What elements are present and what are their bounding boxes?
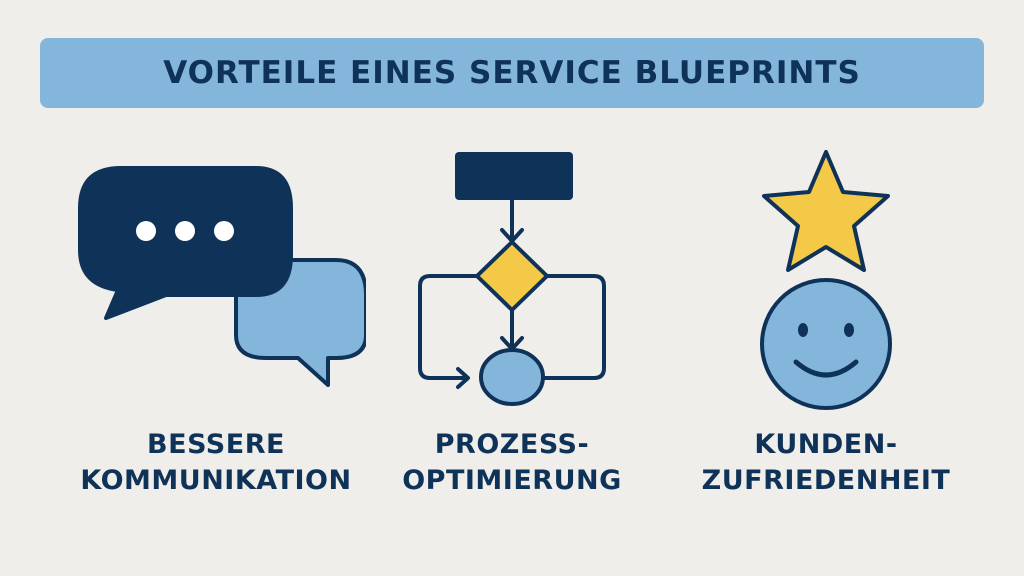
label-line-2: ZUFRIEDENHEIT — [701, 465, 951, 496]
benefit-label-satisfaction: KUNDEN- ZUFRIEDENHEIT — [676, 427, 976, 499]
smiley-star-icon — [760, 150, 892, 410]
label-line-1: PROZESS- — [434, 429, 590, 460]
flowchart-icon — [418, 152, 606, 406]
speech-bubbles-icon — [78, 166, 366, 387]
benefit-process: PROZESS- OPTIMIERUNG — [362, 140, 662, 560]
title-banner: VORTEILE EINES SERVICE BLUEPRINTS — [40, 38, 984, 108]
label-line-1: BESSERE — [147, 429, 285, 460]
page-title: VORTEILE EINES SERVICE BLUEPRINTS — [163, 55, 861, 91]
label-line-1: KUNDEN- — [754, 429, 898, 460]
benefit-communication: BESSERE KOMMUNIKATION — [66, 140, 366, 560]
benefit-label-process: PROZESS- OPTIMIERUNG — [362, 427, 662, 499]
label-line-2: KOMMUNIKATION — [80, 465, 352, 496]
benefit-satisfaction: KUNDEN- ZUFRIEDENHEIT — [676, 140, 976, 560]
benefit-label-communication: BESSERE KOMMUNIKATION — [66, 427, 366, 499]
label-line-2: OPTIMIERUNG — [402, 465, 622, 496]
